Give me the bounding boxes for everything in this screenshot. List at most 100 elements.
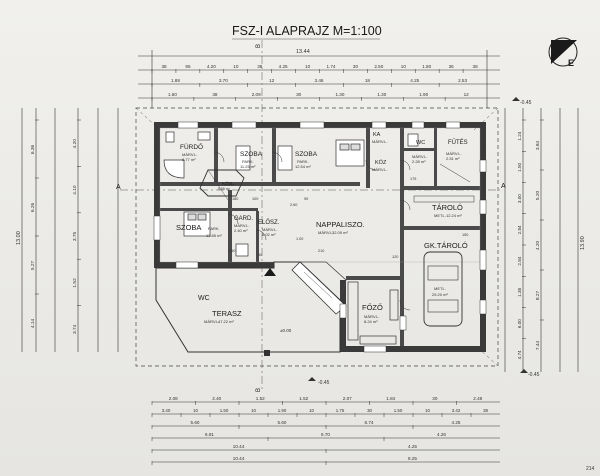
dim-label: 3.00	[517, 194, 522, 203]
room-finish-kam: MÁRV.L.	[372, 139, 388, 144]
room-area-nappali: 32.09 m²	[332, 230, 348, 235]
wc-outside-label: WC	[198, 295, 210, 302]
interior-dim-label: 2.60	[290, 203, 297, 207]
dim-label: 5.27	[30, 261, 36, 271]
top-dimension-chains	[138, 50, 500, 108]
dim-label: 10	[305, 64, 311, 69]
dim-label: 2.84	[517, 256, 522, 265]
dim-label: 30	[367, 408, 372, 413]
terrace-beam	[291, 261, 347, 315]
room-finish-nappali: MÁRV.L.	[318, 230, 334, 235]
dim-label: 38	[473, 64, 479, 69]
dim-label: 6.36	[30, 145, 36, 155]
room-finish-szoba3: PARK.	[208, 226, 220, 231]
washbasin-icon	[197, 131, 211, 141]
interior-dim-label: 120	[392, 255, 398, 259]
dim-label: 18	[365, 78, 371, 83]
north-arrow-icon: E	[548, 37, 578, 68]
dim-label: 38	[212, 92, 218, 97]
dim-label: 4.20	[535, 241, 541, 251]
room-name-szoba2: SZOBA	[295, 151, 318, 158]
left-dimension-chains	[21, 108, 119, 352]
dim-label: 3.42	[452, 408, 461, 413]
room-finish-szoba2: PARK.	[297, 159, 309, 164]
room-name-fozo: FŐZŐ	[362, 303, 383, 312]
dim-label: 8.27	[535, 291, 541, 301]
dim-label: 30	[296, 92, 302, 97]
dim-label: 6.00	[517, 319, 522, 328]
room-finish-kozl: MÁRV.L.	[372, 167, 388, 172]
room-name-szoba3: SZOBA	[176, 223, 201, 232]
interior-dim-label: 1.60	[228, 249, 235, 253]
room-labels: FÜRDŐ MÁRV.L. 8.77 m² SZOBA PARK. 11.25 …	[176, 132, 468, 324]
dim-label: 2.09	[252, 92, 261, 97]
room-area-fozo: 8.24 m²	[364, 319, 378, 324]
dim-label: 2.08	[169, 396, 178, 401]
north-arrow-label: E	[568, 58, 574, 68]
room-area-wc: 2.28 m²	[412, 159, 426, 164]
dim-label: 10.44	[233, 444, 245, 449]
section-b-bottom: B	[256, 388, 262, 392]
room-name-gard: GARD.	[234, 216, 253, 222]
dim-label: 4.25	[452, 420, 461, 425]
room-area-furdo: 8.77 m²	[182, 157, 196, 162]
dim-label: 1.52	[299, 396, 308, 401]
room-finish-terasz: MÁRV.L.	[204, 319, 220, 324]
right-total-dim: 13.90	[580, 236, 586, 250]
dim-label: 2.53	[458, 78, 467, 83]
sheet-number: 214	[586, 466, 595, 472]
level-top-right: -0.45	[520, 100, 532, 106]
room-finish-tarolo: METL.	[434, 213, 446, 218]
dim-label: 38	[161, 64, 167, 69]
room-area-eloter: 6.02 m²	[262, 232, 276, 237]
dim-label: 1.30	[377, 92, 386, 97]
room-area-terasz: 47.22 m²	[218, 319, 234, 324]
dim-label: 3.75	[72, 232, 78, 242]
bathtub-icon	[163, 159, 185, 179]
room-finish-futes: MÁRV.L.	[446, 151, 462, 156]
level-markers: -0.45 -0.45 -0.45 ±0.00	[280, 97, 540, 386]
dim-label: 4.14	[30, 319, 36, 329]
dim-label: 1.90	[278, 408, 287, 413]
room-finish-wc: MÁRV.L.	[412, 154, 428, 159]
interior-dim-label: 210	[318, 249, 324, 253]
room-finish-eloter: MÁRV.L.	[262, 227, 278, 232]
room-name-terasz: TERASZ	[212, 309, 242, 318]
dim-label: 4.25	[410, 78, 419, 83]
dim-label: 1.50	[220, 408, 229, 413]
dim-label: 12	[269, 78, 275, 83]
dim-label: 12	[464, 92, 470, 97]
dim-label: 4.20	[72, 139, 78, 149]
interior-dim-label: 60	[258, 253, 262, 257]
dim-label: 38	[257, 64, 263, 69]
dim-label: 8.25	[408, 456, 417, 461]
interior-dim-label: 175	[410, 177, 416, 181]
right-dimension-chains	[504, 108, 579, 372]
room-area-futes: 2.51 m²	[446, 156, 460, 161]
dim-label: 2.50	[374, 64, 383, 69]
kitchen-counter	[347, 281, 359, 341]
dim-label: 3.84	[535, 141, 541, 151]
entrance-arrow-icon	[264, 268, 276, 276]
dim-label: 10	[233, 64, 239, 69]
dim-label: 7.44	[535, 341, 541, 351]
dim-label: 1.52	[256, 396, 265, 401]
dim-label: 95	[185, 64, 191, 69]
dim-label: 1.50	[394, 408, 403, 413]
dim-label: 2.84	[517, 225, 522, 234]
dim-label: 1.74	[326, 64, 335, 69]
interior-dim-label: 1.00	[296, 237, 303, 241]
dim-label: 6.74	[365, 420, 374, 425]
dim-label: 10	[309, 408, 314, 413]
dim-label: 4.10	[72, 185, 78, 195]
wc-toilet-icon	[407, 133, 419, 147]
dim-label: 1.88	[171, 78, 180, 83]
interior-dim-label: 180	[232, 197, 238, 201]
dim-label: 10	[251, 408, 256, 413]
